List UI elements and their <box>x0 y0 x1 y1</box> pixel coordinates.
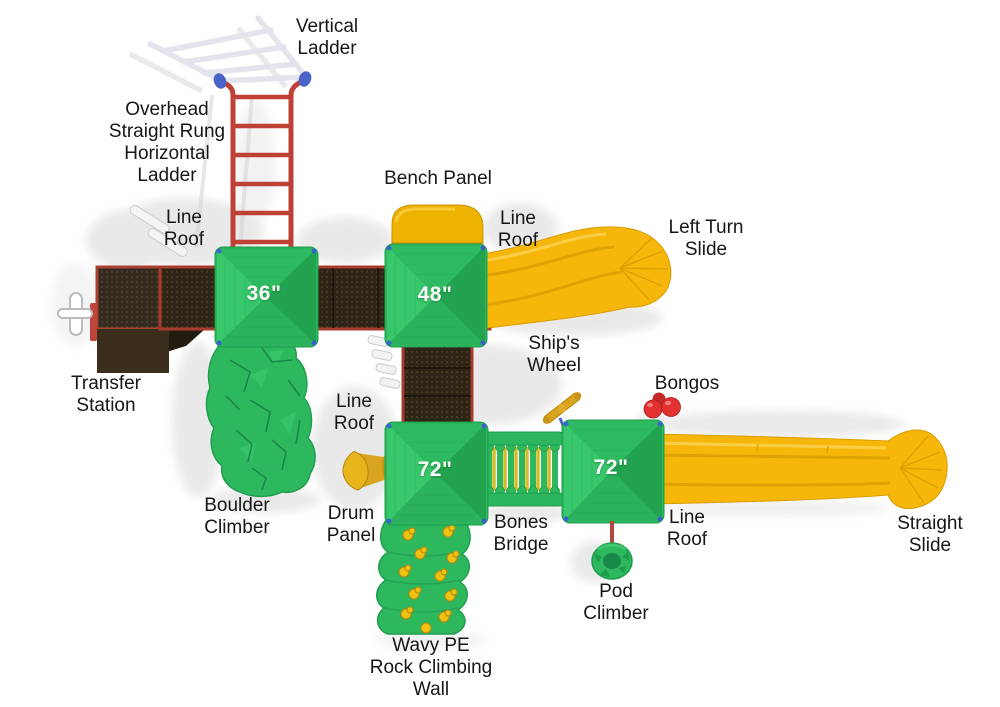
label-overhead-ladder: Overhead Straight Rung Horizontal Ladder <box>108 99 226 186</box>
wavy-rock-climbing-wall <box>376 514 471 635</box>
label-vertical-ladder: Vertical Ladder <box>295 16 359 59</box>
bones-bridge <box>483 431 565 507</box>
transfer-station-deck <box>90 265 205 373</box>
transfer-handrail <box>57 292 93 336</box>
label-pod-climber: Pod Climber <box>583 581 649 624</box>
label-bones-bridge: Bones Bridge <box>493 512 549 555</box>
label-wavy-wall: Wavy PE Rock Climbing Wall <box>369 635 493 700</box>
label-line-roof-3: Line Roof <box>333 391 375 434</box>
roof-48 <box>384 243 488 348</box>
label-bongos: Bongos <box>654 373 720 394</box>
rock-holds <box>398 524 460 634</box>
label-ships-wheel: Ship's Wheel <box>527 333 581 376</box>
roof-size-48: 48" <box>417 283 453 306</box>
roof-36 <box>214 246 319 348</box>
label-line-roof-2: Line Roof <box>497 208 539 251</box>
deck-steps <box>367 335 401 389</box>
left-turn-slide <box>469 226 672 331</box>
roof-72-left <box>384 421 489 526</box>
vertical-ladder <box>128 15 309 94</box>
roof-size-36: 36" <box>246 282 282 305</box>
bench-panel <box>391 204 484 249</box>
label-bench-panel: Bench Panel <box>384 168 492 189</box>
roof-size-72-right: 72" <box>593 456 629 479</box>
overhead-horizontal-ladder <box>194 71 312 251</box>
label-drum-panel: Drum Panel <box>326 503 376 546</box>
roof-size-72-left: 72" <box>417 458 453 481</box>
label-boulder-climber: Boulder Climber <box>204 495 270 538</box>
pod-climber <box>591 521 633 580</box>
boulder-climber <box>205 331 316 498</box>
bongos <box>643 392 681 419</box>
entry-railing <box>129 204 188 257</box>
label-line-roof-1: Line Roof <box>163 207 205 250</box>
ships-wheel <box>542 392 582 429</box>
label-transfer-station: Transfer Station <box>70 373 142 416</box>
label-straight-slide: Straight Slide <box>897 513 963 556</box>
roof-72-right <box>561 419 665 524</box>
label-left-turn-slide: Left Turn Slide <box>668 217 744 260</box>
ladder-connector <box>213 71 312 89</box>
label-line-roof-4: Line Roof <box>666 507 708 550</box>
straight-slide <box>644 429 948 509</box>
